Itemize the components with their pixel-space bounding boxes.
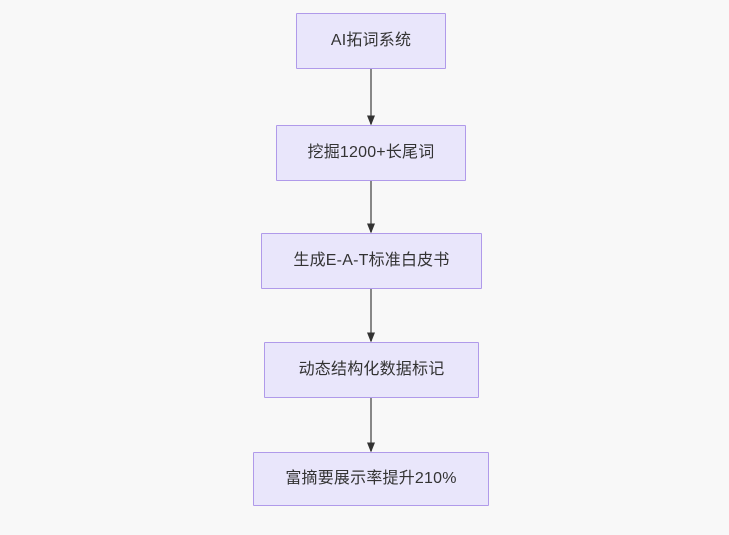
node-label: 富摘要展示率提升210% xyxy=(285,470,457,488)
flowchart-node-ai-keyword-system[interactable]: AI拓词系统 xyxy=(296,13,446,69)
flowchart-node-rich-snippet-impression-lift[interactable]: 富摘要展示率提升210% xyxy=(253,452,489,506)
node-label: 生成E-A-T标准白皮书 xyxy=(293,252,450,270)
node-label: AI拓词系统 xyxy=(330,32,412,50)
node-label: 动态结构化数据标记 xyxy=(298,361,445,379)
flowchart-node-generate-eat-whitepaper[interactable]: 生成E-A-T标准白皮书 xyxy=(261,233,482,289)
flowchart-node-mine-longtail-keywords[interactable]: 挖掘1200+长尾词 xyxy=(276,125,466,181)
node-label: 挖掘1200+长尾词 xyxy=(307,144,435,162)
flowchart-node-dynamic-structured-data-markup[interactable]: 动态结构化数据标记 xyxy=(264,342,479,398)
